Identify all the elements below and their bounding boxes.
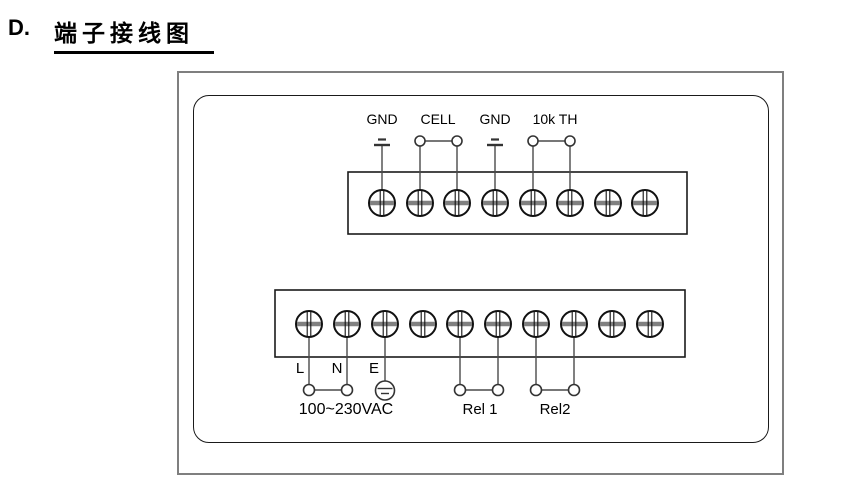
- neutral-terminal: [340, 383, 354, 397]
- device-panel-outline: [193, 95, 769, 443]
- screw-terminal-bottom-9: [598, 310, 626, 338]
- screw-terminal-top-2: [406, 189, 434, 217]
- screw-terminal-bottom-1: [295, 310, 323, 338]
- screw-terminal-top-3: [443, 189, 471, 217]
- cell-left-terminal: [414, 135, 426, 147]
- screw-terminal-top-7: [594, 189, 622, 217]
- label-cell: CELL: [420, 111, 456, 127]
- label-10k-th: 10k TH: [532, 111, 578, 127]
- label-relay-2: Rel2: [539, 401, 571, 418]
- cell-right-terminal: [451, 135, 463, 147]
- screw-terminal-bottom-5: [446, 310, 474, 338]
- screw-terminal-bottom-6: [484, 310, 512, 338]
- top-terminal-block: [347, 171, 688, 235]
- rel2-right-terminal: [567, 383, 581, 397]
- screw-terminal-bottom-4: [409, 310, 437, 338]
- rel2-left-terminal: [529, 383, 543, 397]
- label-gnd-1: GND: [366, 111, 398, 127]
- screw-terminal-bottom-2: [333, 310, 361, 338]
- line-terminal: [302, 383, 316, 397]
- th-right-terminal: [564, 135, 576, 147]
- screw-terminal-bottom-3: [371, 310, 399, 338]
- section-letter: D.: [8, 15, 30, 40]
- label-gnd-2: GND: [479, 111, 511, 127]
- ground-symbol-2: [487, 138, 503, 147]
- page-title: 端子接线图: [54, 14, 214, 54]
- rel1-right-terminal: [491, 383, 505, 397]
- earth-circle-symbol: [374, 380, 396, 401]
- label-supply-voltage: 100~230VAC: [298, 401, 394, 418]
- screw-terminal-top-6: [556, 189, 584, 217]
- ground-symbol-1: [374, 138, 390, 147]
- rel1-left-terminal: [453, 383, 467, 397]
- label-relay-1: Rel 1: [462, 401, 498, 418]
- screw-terminal-bottom-10: [636, 310, 664, 338]
- screw-terminal-top-1: [368, 189, 396, 217]
- label-earth-e: E: [368, 360, 380, 377]
- th-left-terminal: [527, 135, 539, 147]
- label-line-l: L: [295, 360, 305, 377]
- screw-terminal-top-5: [519, 189, 547, 217]
- screw-terminal-bottom-7: [522, 310, 550, 338]
- screw-terminals: [295, 189, 664, 338]
- screw-terminal-top-8: [631, 189, 659, 217]
- screw-terminal-top-4: [481, 189, 509, 217]
- screw-terminal-bottom-8: [560, 310, 588, 338]
- label-neutral-n: N: [331, 360, 343, 377]
